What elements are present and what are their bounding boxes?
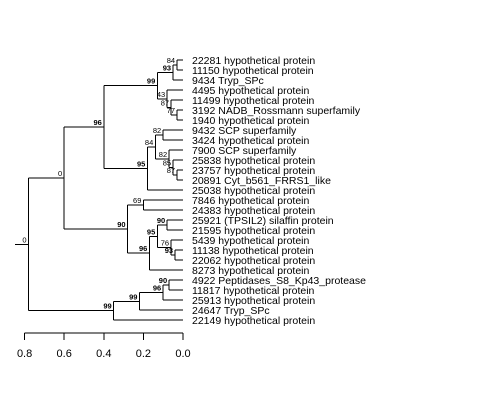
leaf-label: 25921 (TPSIL2) silaffin protein [192, 215, 334, 227]
bootstrap-value: 84 [167, 56, 175, 65]
axis-tick-label: 0.8 [17, 348, 32, 360]
leaf-label: 7900 SCP superfamily [192, 145, 297, 157]
bootstrap-value: 95 [137, 159, 145, 168]
bootstrap-value: 95 [147, 227, 155, 236]
leaf-label: 8273 hypothetical protein [192, 265, 309, 277]
bootstrap-value: 84 [145, 138, 153, 147]
leaf-label: 7846 hypothetical protein [192, 195, 309, 207]
leaf-label: 4922 Peptidases_S8_Kp43_protease [192, 275, 366, 287]
axis-tick-label: 0.0 [175, 348, 190, 360]
leaf-label: 11138 hypothetical protein [192, 245, 314, 257]
axis-tick-label: 0.2 [136, 348, 151, 360]
leaf-label: 11499 hypothetical protein [192, 95, 315, 107]
bootstrap-value: 99 [147, 77, 155, 86]
bootstrap-value: 85 [163, 159, 171, 168]
leaf-label: 24383 hypothetical protein [192, 205, 315, 217]
bootstrap-value: 99 [103, 302, 111, 311]
leaf-label: 22062 hypothetical protein [192, 255, 315, 267]
leaf-label: 21595 hypothetical protein [192, 225, 315, 237]
bootstrap-value: 90 [117, 220, 125, 229]
bootstrap-value: 82 [159, 150, 167, 159]
bootstrap-value: 90 [157, 216, 165, 225]
bootstrap-value: 90 [159, 276, 167, 285]
dendrogram-branches [15, 59, 183, 321]
leaf-label: 11817 hypothetical protein [192, 285, 315, 297]
leaf-label: 23757 hypothetical protein [192, 165, 315, 177]
leaf-label: 25038 hypothetical protein [192, 185, 315, 197]
bootstrap-value: 96 [153, 284, 161, 293]
bootstrap-value: 0 [22, 235, 26, 244]
leaf-label: 3424 hypothetical protein [192, 135, 309, 147]
bootstrap-value: 87 [167, 166, 175, 175]
bootstrap-value: 96 [139, 244, 147, 253]
leaf-label: 3192 NADB_Rossmann superfamily [192, 105, 361, 117]
leaf-label: 24647 Tryp_SPc [192, 305, 270, 317]
axis-tick-label: 0.6 [57, 348, 72, 360]
bootstrap-value: 99 [129, 292, 137, 301]
bootstrap-labels: 8493778743998287858284959669909376959690… [22, 56, 175, 311]
axis-tick-label: 0.4 [96, 348, 111, 360]
x-axis: 0.8 0.6 0.4 0.2 0.0 [17, 332, 191, 360]
leaf-label: 22281 hypothetical protein [192, 55, 315, 67]
bootstrap-value: 93 [163, 64, 171, 73]
bootstrap-value: 96 [93, 118, 101, 127]
leaf-label: 5439 hypothetical protein [192, 235, 309, 247]
leaf-label: 25838 hypothetical protein [192, 155, 315, 167]
leaf-label: 9432 SCP superfamily [192, 125, 297, 137]
bootstrap-value: 76 [161, 239, 169, 248]
leaf-label: 4495 hypothetical protein [192, 85, 309, 97]
leaf-label: 20891 Cyt_b561_FRRS1_like [192, 175, 331, 187]
bootstrap-value: 87 [161, 99, 169, 108]
bootstrap-value: 82 [153, 126, 161, 135]
bootstrap-value: 69 [133, 196, 141, 205]
leaf-label: 22149 hypothetical protein [192, 315, 315, 327]
bootstrap-value: 43 [157, 90, 165, 99]
bootstrap-value: 93 [165, 246, 173, 255]
leaf-label: 1940 hypothetical protein [192, 115, 309, 127]
leaf-label: 9434 Tryp_SPc [192, 75, 264, 87]
leaf-label: 11150 hypothetical protein [192, 65, 314, 77]
leaf-label: 25913 hypothetical protein [192, 295, 315, 307]
bootstrap-value: 77 [167, 106, 175, 115]
bootstrap-value: 0 [58, 169, 62, 178]
